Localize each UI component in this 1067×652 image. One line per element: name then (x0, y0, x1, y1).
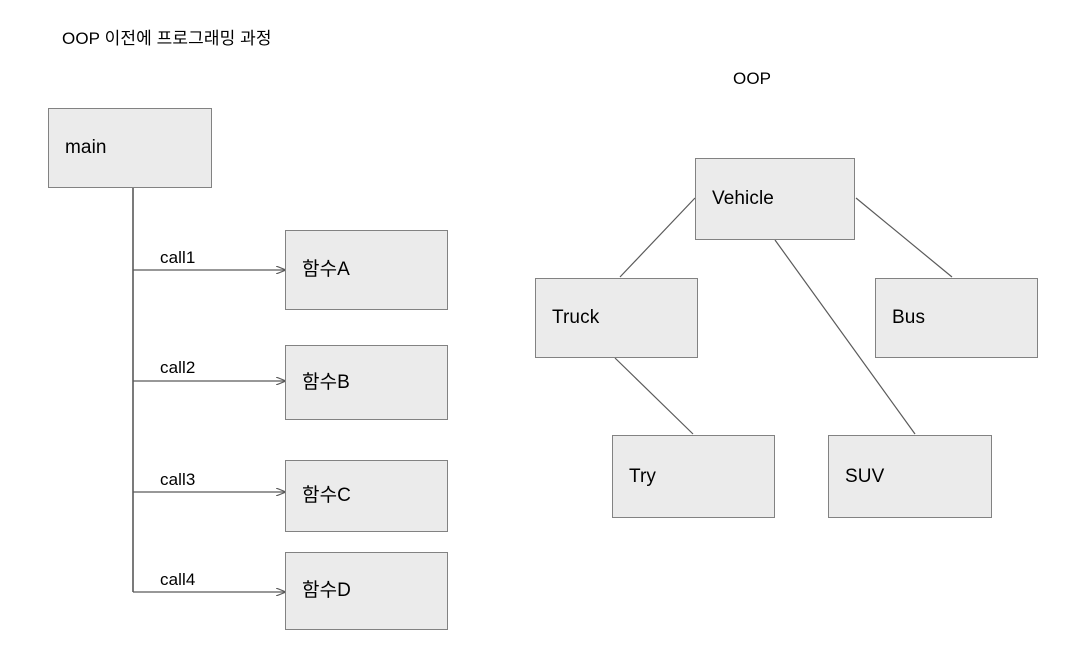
node-main-label: main (65, 137, 107, 158)
node-main[interactable]: main (48, 108, 212, 188)
node-suv[interactable]: SUV (828, 435, 992, 518)
node-try[interactable]: Try (612, 435, 775, 518)
edge-vehicle-to-truck (619, 197, 696, 278)
edge-vehicle-to-bus (855, 197, 953, 278)
node-truck[interactable]: Truck (535, 278, 698, 358)
node-function-4-label: 함수D (302, 580, 351, 601)
procedural-connectors (132, 188, 285, 592)
node-vehicle[interactable]: Vehicle (695, 158, 855, 240)
node-bus[interactable]: Bus (875, 278, 1038, 358)
node-function-1[interactable]: 함수A (285, 230, 448, 310)
node-function-3-label: 함수C (302, 485, 351, 506)
node-bus-label: Bus (892, 307, 926, 328)
node-function-2[interactable]: 함수B (285, 345, 448, 420)
edge-truck-to-try (614, 357, 694, 435)
node-suv-label: SUV (845, 465, 885, 487)
node-function-3[interactable]: 함수C (285, 460, 448, 532)
node-try-label: Try (629, 465, 657, 487)
oop-title: OOP (733, 69, 772, 88)
call-label-2: call2 (160, 358, 196, 377)
node-truck-label: Truck (552, 307, 600, 328)
node-vehicle-label: Vehicle (712, 188, 774, 209)
node-function-4[interactable]: 함수D (285, 552, 448, 630)
node-function-1-label: 함수A (302, 259, 350, 280)
call-label-1: call1 (160, 248, 196, 267)
procedural-title: OOP 이전에 프로그래밍 과정 (62, 29, 272, 48)
node-function-2-label: 함수B (302, 371, 350, 393)
call-label-4: call4 (160, 570, 196, 589)
call-label-3: call3 (160, 470, 196, 489)
